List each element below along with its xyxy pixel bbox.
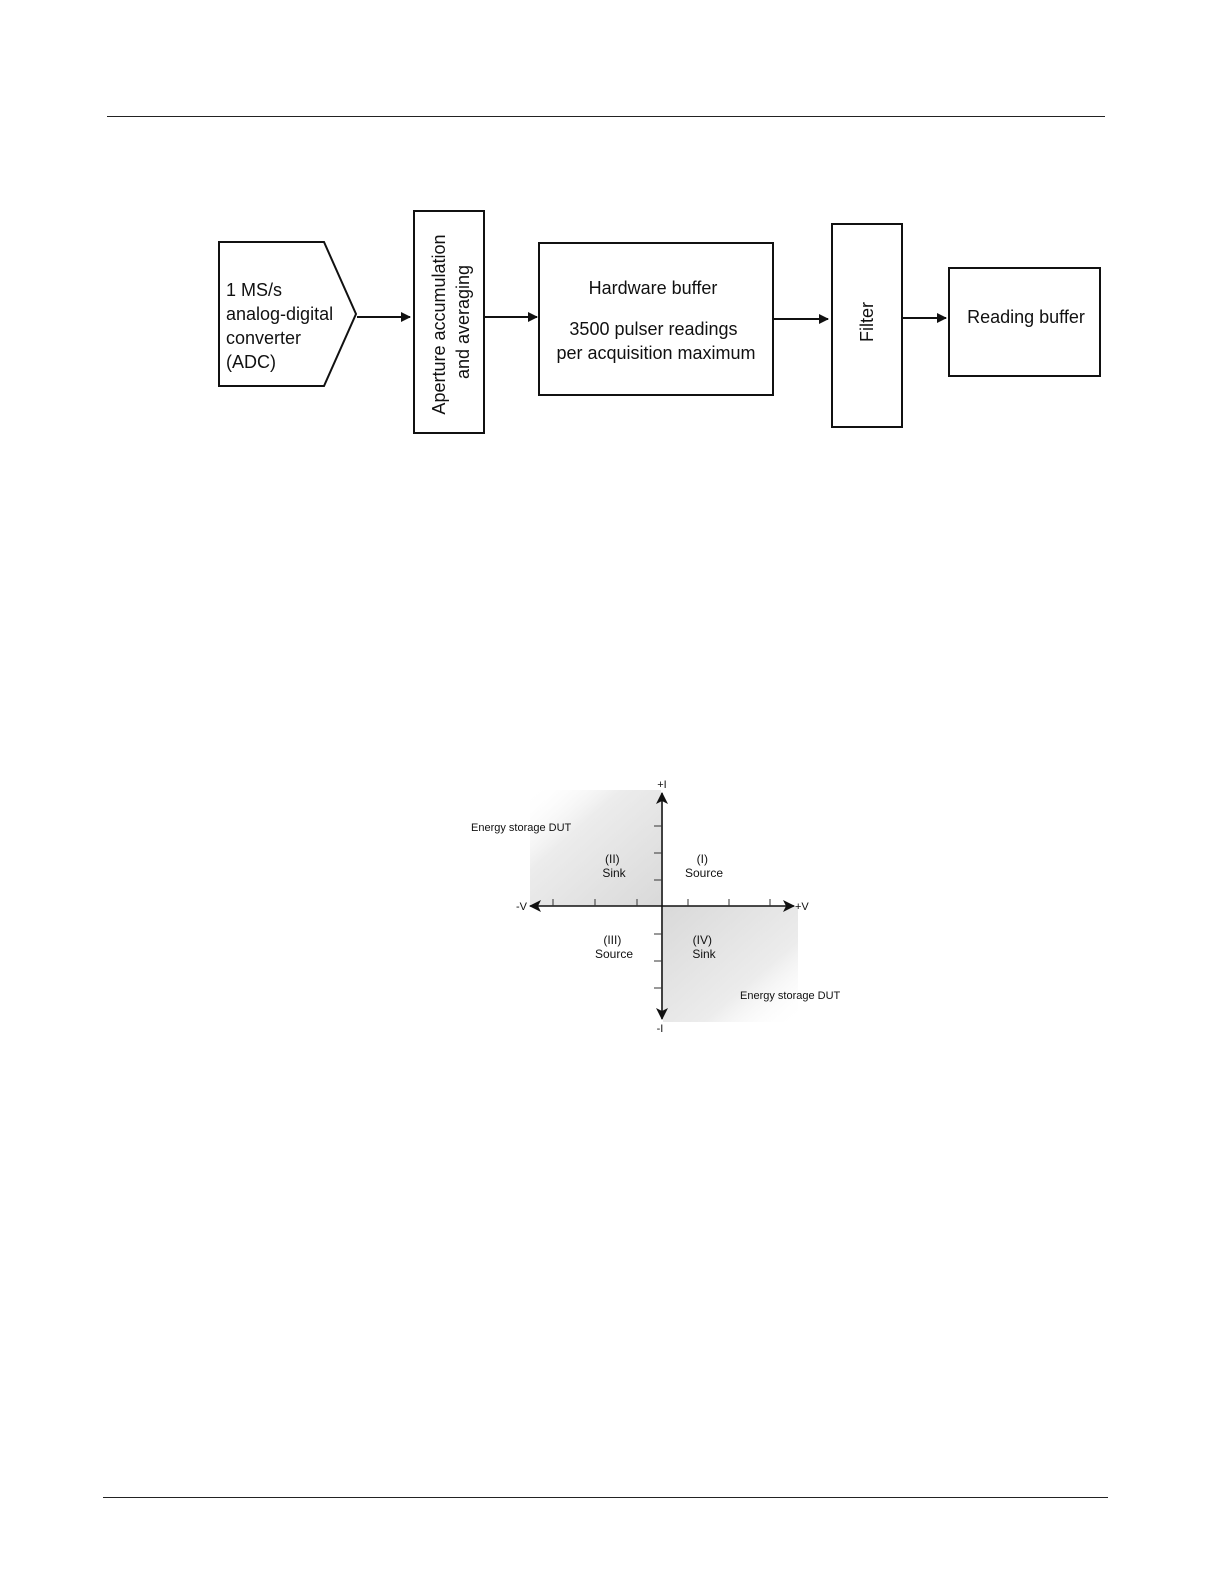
axis-label-minus-i: -I bbox=[657, 1023, 664, 1035]
axis-label-minus-v: -V bbox=[516, 901, 528, 913]
energy-storage-label-top: Energy storage DUT bbox=[471, 822, 572, 834]
aperture-block bbox=[414, 211, 484, 433]
quadrant-iii-label: (III) Source bbox=[595, 933, 633, 961]
quadrant-iv-shading bbox=[663, 906, 798, 1022]
quadrant-i-label: (I) Source bbox=[685, 852, 723, 880]
quadrant-iv-label: (IV) Sink bbox=[692, 933, 716, 961]
measurement-flow-diagram: 1 MS/s analog-digital converter (ADC) Ap… bbox=[0, 0, 1224, 500]
reading-buffer-label: Reading buffer bbox=[967, 307, 1085, 327]
current-axis-ticks bbox=[654, 826, 662, 988]
filter-label: Filter bbox=[857, 302, 877, 342]
quadrant-ii-label: (II) Sink bbox=[602, 852, 626, 880]
axis-label-plus-v: +V bbox=[795, 901, 809, 913]
footer-rule bbox=[103, 1497, 1108, 1498]
voltage-axis-ticks bbox=[553, 899, 770, 906]
axis-label-plus-i: +I bbox=[657, 779, 666, 791]
energy-storage-label-bottom: Energy storage DUT bbox=[740, 990, 841, 1002]
hardware-buffer-title: Hardware buffer bbox=[589, 278, 718, 298]
quadrant-ii-shading bbox=[530, 790, 661, 906]
